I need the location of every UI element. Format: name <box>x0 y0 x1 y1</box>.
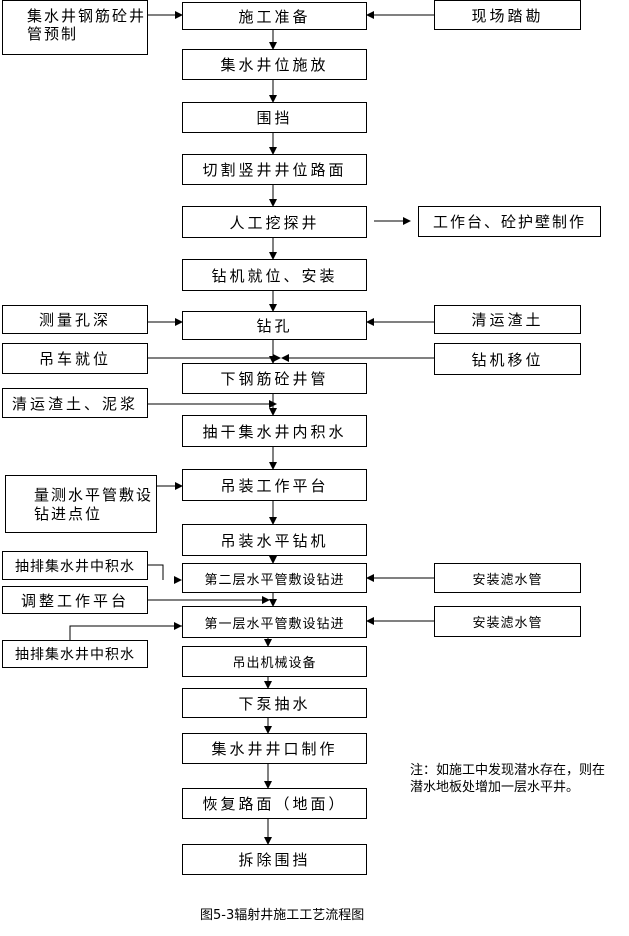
right-clear-soil: 清运渣土 <box>434 305 581 334</box>
note: 注：如施工中发现潜水存在，则在潜水地板处增加一层水平井。 <box>410 763 606 795</box>
step-remove-enclosure: 拆除围挡 <box>182 844 367 875</box>
step-drain-well: 抽干集水井内积水 <box>182 415 367 447</box>
step-construction-prep: 施工准备 <box>182 2 367 30</box>
step-cut-pavement: 切割竖井井位路面 <box>182 154 367 185</box>
step-lower-well-pipe: 下钢筋砼井管 <box>182 363 367 394</box>
left-pump-water-1: 抽排集水井中积水 <box>2 551 148 580</box>
step-enclosure: 围挡 <box>182 102 367 133</box>
step-well-location-layout: 集水井位施放 <box>182 49 367 80</box>
left-adjust-platform: 调整工作平台 <box>2 586 148 614</box>
right-site-survey: 现场踏勘 <box>434 0 581 30</box>
step-second-layer-drilling: 第二层水平管敷设钻进 <box>182 563 367 593</box>
step-pump-water: 下泵抽水 <box>182 688 367 718</box>
step-hoist-platform: 吊装工作平台 <box>182 469 367 501</box>
left-pump-water-2: 抽排集水井中积水 <box>2 640 148 668</box>
step-wellhead: 集水井井口制作 <box>182 733 367 764</box>
step-first-layer-drilling: 第一层水平管敷设钻进 <box>182 606 367 638</box>
right-install-filter-1: 安装滤水管 <box>434 563 581 593</box>
right-move-rig: 钻机移位 <box>434 343 581 375</box>
right-platform-lining: 工作台、砼护壁制作 <box>418 206 601 237</box>
step-restore-pavement: 恢复路面（地面） <box>182 788 367 819</box>
step-hoist-horizontal-rig: 吊装水平钻机 <box>182 524 367 556</box>
step-drilling: 钻孔 <box>182 311 367 340</box>
left-measure-depth: 测量孔深 <box>2 305 148 334</box>
left-crane-position: 吊车就位 <box>2 343 148 374</box>
right-install-filter-2: 安装滤水管 <box>434 606 581 637</box>
figure-caption: 图5-3辐射井施工工艺流程图 <box>200 908 365 923</box>
step-rig-installation: 钻机就位、安装 <box>182 259 367 291</box>
left-survey-points: 量测水平管敷设钻进点位 <box>5 475 157 533</box>
left-precast-pipe: 集水井钢筋砼井管预制 <box>2 0 148 55</box>
step-manual-test-pit: 人工挖探井 <box>182 206 367 238</box>
left-clear-mud: 清运渣土、泥浆 <box>2 388 148 418</box>
step-remove-equipment: 吊出机械设备 <box>182 646 367 677</box>
